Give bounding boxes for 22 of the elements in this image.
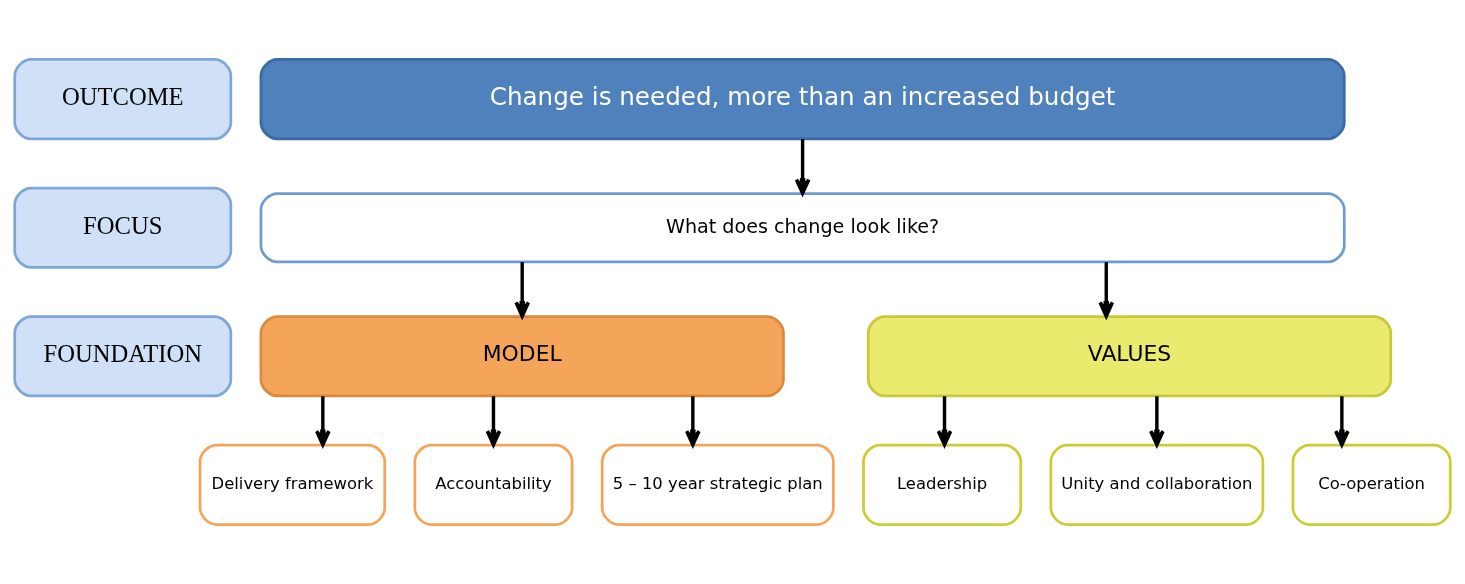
arrow bbox=[1149, 396, 1165, 447]
node-box: What does change look like? bbox=[259, 192, 1346, 264]
arrow bbox=[514, 262, 531, 318]
node-box: VALUES bbox=[866, 315, 1393, 398]
node-box: Accountability bbox=[413, 443, 574, 526]
node-box: FOUNDATION bbox=[13, 315, 233, 398]
arrow bbox=[794, 139, 811, 196]
node-box: Leadership bbox=[862, 443, 1023, 526]
arrow bbox=[1334, 396, 1350, 447]
node-box: 5 – 10 year strategic plan bbox=[600, 443, 835, 526]
arrow bbox=[1098, 262, 1115, 318]
arrow bbox=[936, 396, 953, 447]
node-box: Unity and collaboration bbox=[1049, 443, 1265, 526]
node-box: OUTCOME bbox=[13, 58, 233, 141]
arrow bbox=[485, 396, 502, 447]
node-box: Change is needed, more than an increased budget bbox=[259, 58, 1346, 141]
arrow bbox=[314, 396, 331, 447]
node-box: FOCUS bbox=[13, 186, 233, 269]
node-box: Delivery framework bbox=[198, 443, 387, 526]
node-box: Co-operation bbox=[1291, 443, 1452, 526]
arrow bbox=[684, 396, 701, 447]
node-box: MODEL bbox=[259, 315, 785, 398]
